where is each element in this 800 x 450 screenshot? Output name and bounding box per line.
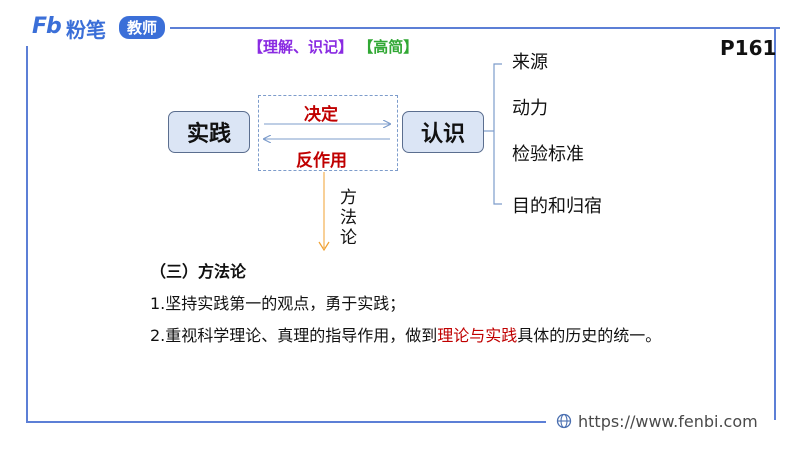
cognition-item-motive: 动力 [512, 98, 548, 119]
line2-highlight: 理论与实践 [437, 326, 518, 345]
practice-box: 实践 [168, 111, 250, 153]
logo-mark: Fb [32, 14, 62, 39]
header-tags: 【理解、识记】 【高简】 [248, 36, 418, 57]
footer-url[interactable]: https://www.fenbi.com [578, 412, 758, 431]
relation-decide-label: 决定 [304, 105, 338, 125]
relation-box [258, 95, 398, 171]
frame-bottom-line [26, 421, 546, 423]
tag-frequency: 【高简】 [358, 38, 419, 56]
line2-prefix: 2.重视科学理论、真理的指导作用，做到 [150, 326, 438, 345]
tag-understand: 【理解、识记】 [248, 38, 354, 56]
arrow-down-head [318, 241, 330, 252]
cognition-box: 认识 [402, 111, 484, 153]
globe-icon [556, 413, 572, 429]
content-line-2: 2.重视科学理论、真理的指导作用，做到理论与实践具体的历史的统一。 [150, 322, 661, 346]
section-title: （三）方法论 [150, 262, 247, 281]
frame-top-line [170, 27, 780, 29]
logo-badge: 教师 [119, 16, 166, 39]
logo-brand: 粉笔 [66, 18, 106, 42]
content-line-1: 1.坚持实践第一的观点，勇于实践； [150, 294, 406, 313]
cognition-item-source: 来源 [512, 52, 548, 73]
relation-react-label: 反作用 [296, 151, 347, 171]
bracket [493, 63, 502, 205]
page-number: P161 [720, 36, 777, 60]
frame-right-line [774, 28, 776, 420]
line2-suffix: 具体的历史的统一。 [517, 326, 662, 345]
frame-left-line [26, 46, 28, 422]
methodology-vertical-label: 方法论 [340, 188, 357, 248]
cognition-item-purpose: 目的和归宿 [512, 196, 602, 217]
cognition-item-criterion: 检验标准 [512, 144, 584, 165]
